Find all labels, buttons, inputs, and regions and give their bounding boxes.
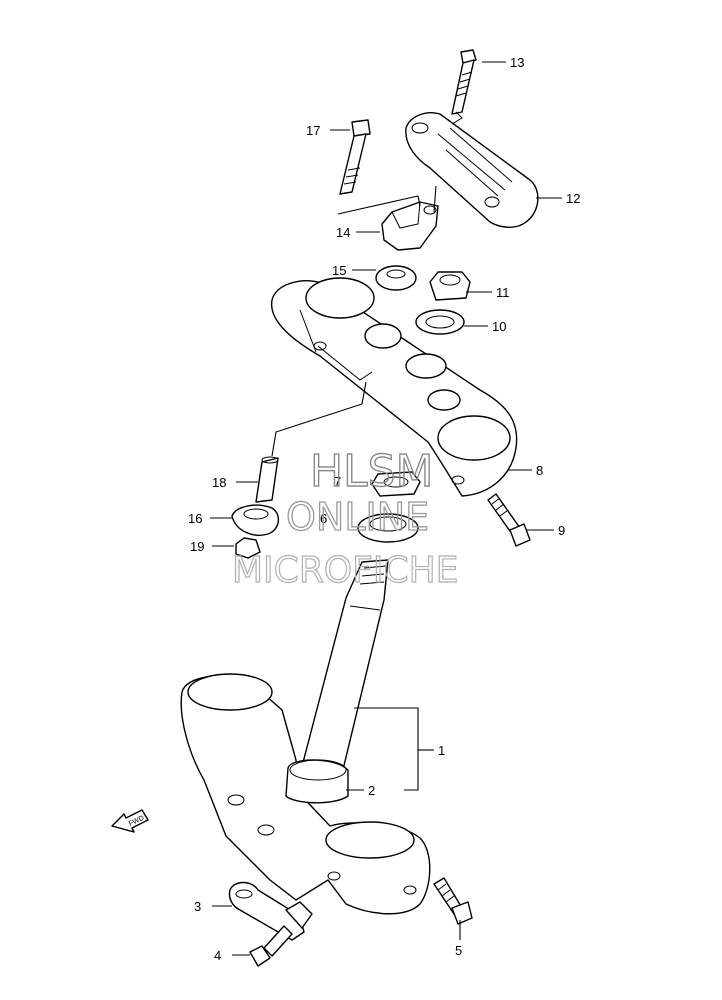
callout-19: 19 bbox=[190, 539, 204, 554]
callout-7: 7 bbox=[334, 474, 341, 489]
callout-8: 8 bbox=[536, 463, 543, 478]
part-2-bearing bbox=[285, 759, 349, 804]
part-4-bolt bbox=[249, 925, 293, 967]
callout-11: 11 bbox=[496, 285, 510, 300]
callout-2: 2 bbox=[368, 783, 375, 798]
watermark-line-2: ONLINE bbox=[286, 495, 429, 539]
callout-4: 4 bbox=[214, 948, 221, 963]
part-13-bolt bbox=[451, 49, 477, 115]
part-15-washer bbox=[375, 265, 417, 291]
part-11-stem-nut bbox=[429, 271, 471, 301]
leader-lines bbox=[210, 61, 562, 956]
callout-10: 10 bbox=[492, 319, 506, 334]
callout-6: 6 bbox=[320, 511, 327, 526]
callout-5: 5 bbox=[455, 943, 462, 958]
part-3-hose-guide bbox=[228, 881, 313, 941]
callout-18: 18 bbox=[212, 475, 226, 490]
watermark-line-3: MICROFICHE bbox=[232, 550, 458, 591]
callout-13: 13 bbox=[510, 55, 524, 70]
callout-17: 17 bbox=[306, 123, 320, 138]
callout-1: 1 bbox=[438, 743, 445, 758]
part-19-nut bbox=[235, 537, 261, 559]
part-16-damper bbox=[231, 504, 279, 536]
callout-16: 16 bbox=[188, 511, 202, 526]
callout-9: 9 bbox=[558, 523, 565, 538]
callout-3: 3 bbox=[194, 899, 201, 914]
watermark-line-1: HLSM bbox=[310, 446, 434, 497]
part-7-lock-nut bbox=[371, 471, 421, 497]
part-10-washer bbox=[415, 309, 465, 335]
part-1-steering-stem bbox=[180, 559, 431, 915]
part-6-bearing bbox=[357, 513, 419, 543]
part-18-collar bbox=[255, 456, 279, 503]
callout-labels: 13 17 12 14 15 11 10 8 18 7 16 6 9 19 1 … bbox=[188, 55, 580, 963]
part-14-handlebar-holder-lower bbox=[381, 201, 439, 251]
callout-12: 12 bbox=[566, 191, 580, 206]
part-17-bolt bbox=[339, 119, 371, 195]
part-8-upper-bracket bbox=[271, 277, 518, 497]
callout-15: 15 bbox=[332, 263, 346, 278]
callout-14: 14 bbox=[336, 225, 350, 240]
part-12-handlebar-holder-upper bbox=[405, 111, 539, 228]
part-9-bolt bbox=[487, 493, 531, 547]
watermark: HLSM ONLINE MICROFICHE bbox=[231, 445, 459, 591]
fwd-arrow-icon: FWD bbox=[111, 809, 149, 833]
part-5-bolt bbox=[433, 877, 473, 925]
